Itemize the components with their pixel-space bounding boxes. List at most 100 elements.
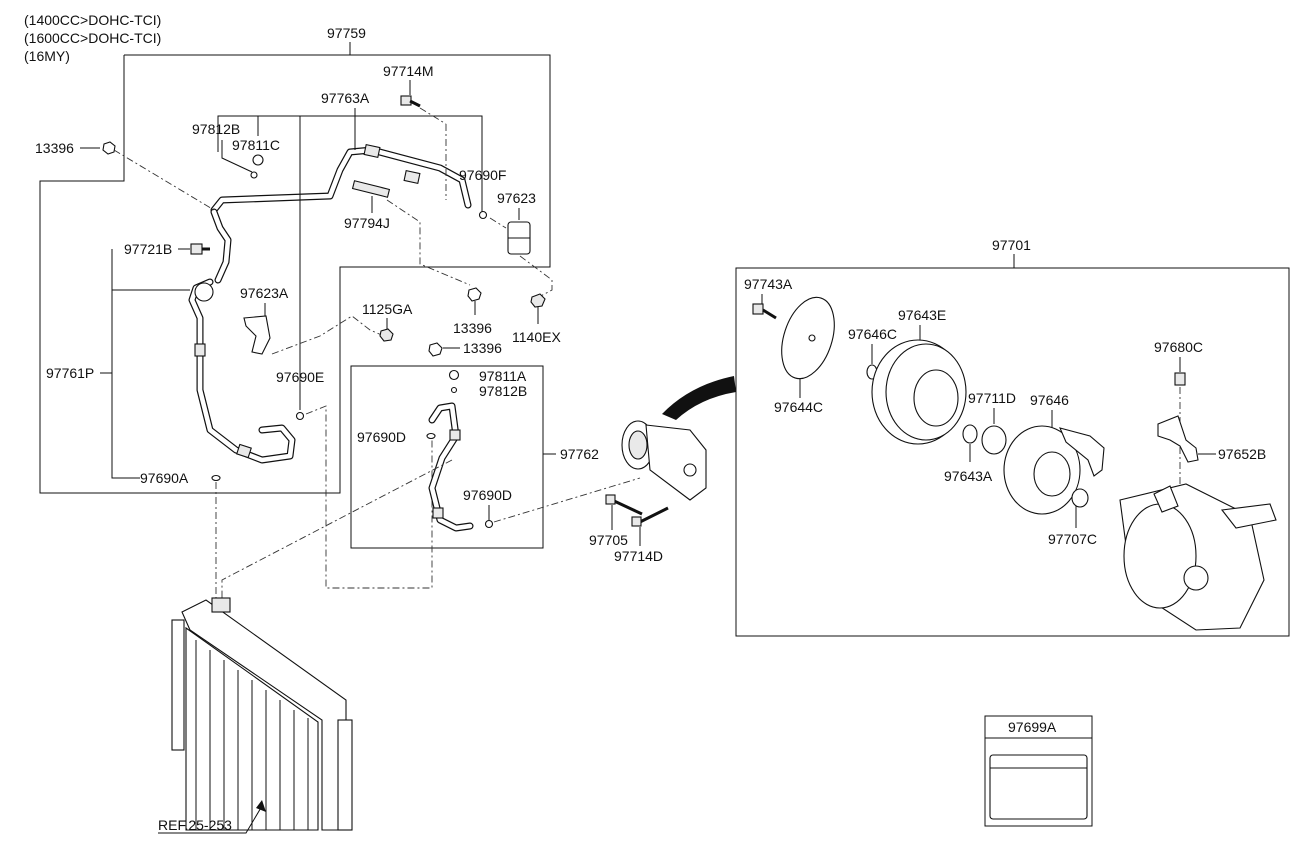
compressor-front-face (1123, 503, 1197, 609)
compressor-body-assembled[interactable] (645, 424, 707, 501)
discharge-hose-inner (429, 403, 473, 531)
part-label-97699A[interactable]: 97699A (1008, 719, 1057, 735)
valve-97721B[interactable] (190, 243, 203, 255)
part-label-97721B[interactable]: 97721B (124, 241, 172, 257)
bolt-97714D[interactable] (639, 506, 669, 524)
part-label-97680C[interactable]: 97680C (1154, 339, 1203, 355)
compressor-port (683, 463, 697, 477)
discharge-pipe-inner (211, 147, 471, 213)
cap-97811A[interactable] (448, 369, 460, 381)
receiver-drier[interactable] (337, 719, 353, 831)
part-label-97646[interactable]: 97646 (1030, 392, 1069, 408)
o-ring-97690F[interactable] (478, 210, 488, 220)
part-label-97690A[interactable]: 97690A (140, 470, 189, 486)
part-label-97762[interactable]: 97762 (560, 446, 599, 462)
part-label-97794J[interactable]: 97794J (344, 215, 390, 231)
part-label-97705[interactable]: 97705 (589, 532, 628, 548)
caution-label-plate[interactable] (989, 754, 1088, 820)
bolt-1125GA[interactable] (379, 328, 394, 342)
part-label-1140EX[interactable]: 1140EX (512, 329, 561, 345)
hose-ferrule-4[interactable] (432, 507, 444, 519)
field-coil-connector[interactable] (1059, 427, 1105, 477)
bolt-head-97714M[interactable] (400, 95, 412, 106)
part-label-97643A[interactable]: 97643A (944, 468, 993, 484)
part-label-1125GA[interactable]: 1125GA (362, 301, 413, 317)
part-label-97812B-low[interactable]: 97812B (479, 383, 527, 399)
bracket-97623A[interactable] (243, 315, 271, 355)
o-ring-97812B[interactable] (250, 171, 258, 179)
part-label-13396-low[interactable]: 13396 (463, 340, 502, 356)
bolt-shank-97743A[interactable] (762, 308, 777, 320)
part-label-97646C[interactable]: 97646C (848, 326, 897, 342)
condenser-inlet-fitting[interactable] (211, 597, 231, 613)
part-label-97690F[interactable]: 97690F (459, 167, 506, 183)
center-line-1140EX (519, 255, 553, 299)
o-ring-97690E[interactable] (295, 411, 305, 421)
part-label-97743A[interactable]: 97743A (744, 276, 793, 292)
part-label-97644C[interactable]: 97644C (774, 399, 823, 415)
part-label-97812B-top[interactable]: 97812B (192, 121, 240, 137)
hose-ferrule-1[interactable] (194, 343, 206, 357)
bolt-head-97743A[interactable] (752, 303, 764, 315)
disc-hub-97644C[interactable] (772, 291, 844, 386)
nut-13396-low[interactable] (428, 342, 443, 357)
part-label-97690D-left[interactable]: 97690D (357, 429, 406, 445)
label-box-97699A (984, 715, 1093, 827)
part-label-97811C[interactable]: 97811C (232, 137, 280, 153)
part-label-97714M[interactable]: 97714M (383, 63, 434, 79)
bracket-97652B[interactable] (1157, 415, 1199, 463)
o-ring-97690A[interactable] (211, 474, 221, 482)
part-label-97763A[interactable]: 97763A (321, 90, 370, 106)
center-line-97690D-compressor (493, 477, 641, 523)
pipe-coupling-2[interactable] (403, 170, 421, 184)
group-frame-97759 (39, 54, 551, 494)
group-frame-97701 (735, 267, 1290, 637)
cap-97811C[interactable] (252, 154, 264, 166)
suction-hose-inner (189, 279, 295, 463)
part-label-97701[interactable]: 97701 (992, 237, 1031, 253)
condenser-side-tank[interactable] (171, 619, 185, 751)
condenser-frame[interactable] (181, 599, 347, 831)
part-label-97707C[interactable]: 97707C (1048, 531, 1097, 547)
snap-ring-97643A[interactable] (962, 424, 978, 444)
bolt-head-97705[interactable] (605, 494, 616, 505)
ref-label[interactable]: REF.25-253 (158, 817, 232, 833)
compressor-fitting-top[interactable] (1153, 485, 1179, 513)
part-label-97761P[interactable]: 97761P (46, 365, 94, 381)
bolt-1140EX[interactable] (530, 293, 546, 308)
group-frame-97762 (350, 365, 544, 549)
part-label-13396-mid[interactable]: 13396 (453, 320, 492, 336)
part-label-97711D[interactable]: 97711D (968, 390, 1016, 406)
part-label-97623[interactable]: 97623 (497, 190, 536, 206)
bolt-97680C[interactable] (1174, 372, 1186, 386)
part-label-97623A[interactable]: 97623A (240, 285, 289, 301)
hose-ferrule-2[interactable] (236, 443, 252, 459)
part-label-97652B[interactable]: 97652B (1218, 446, 1266, 462)
insulation-sleeve-97794J[interactable] (351, 180, 391, 198)
model-year-note: (16MY) (24, 48, 70, 64)
compressor-mount-ear[interactable] (1220, 503, 1277, 529)
pipe-coupling-1[interactable] (363, 144, 381, 158)
part-label-97690D-right[interactable]: 97690D (463, 487, 512, 503)
snap-ring-97711D[interactable] (981, 425, 1007, 455)
part-label-97690E[interactable]: 97690E (276, 369, 324, 385)
bolt-head-97714D[interactable] (631, 516, 642, 527)
part-label-97811A[interactable]: 97811A (479, 368, 527, 384)
nut-13396-mid[interactable] (467, 287, 482, 302)
hose-fitting-block[interactable] (194, 282, 214, 302)
nut-13396-left[interactable] (102, 141, 116, 155)
bolt-shank-97714M[interactable] (409, 99, 421, 108)
center-line-97623 (489, 217, 507, 229)
hose-ferrule-3[interactable] (449, 429, 461, 441)
part-label-97759[interactable]: 97759 (327, 25, 366, 41)
o-ring-97812B-low[interactable] (450, 386, 458, 394)
o-ring-97690D-right[interactable] (484, 519, 494, 529)
valve-97707C[interactable] (1071, 488, 1089, 508)
leader-97812B-oring (221, 140, 253, 173)
o-ring-97690D-left[interactable] (426, 432, 436, 440)
center-line-1125GA (271, 315, 385, 355)
part-label-97714D[interactable]: 97714D (614, 548, 663, 564)
part-label-13396-left[interactable]: 13396 (35, 140, 74, 156)
part-label-97643E[interactable]: 97643E (898, 307, 946, 323)
bolt-97705[interactable] (611, 498, 643, 516)
